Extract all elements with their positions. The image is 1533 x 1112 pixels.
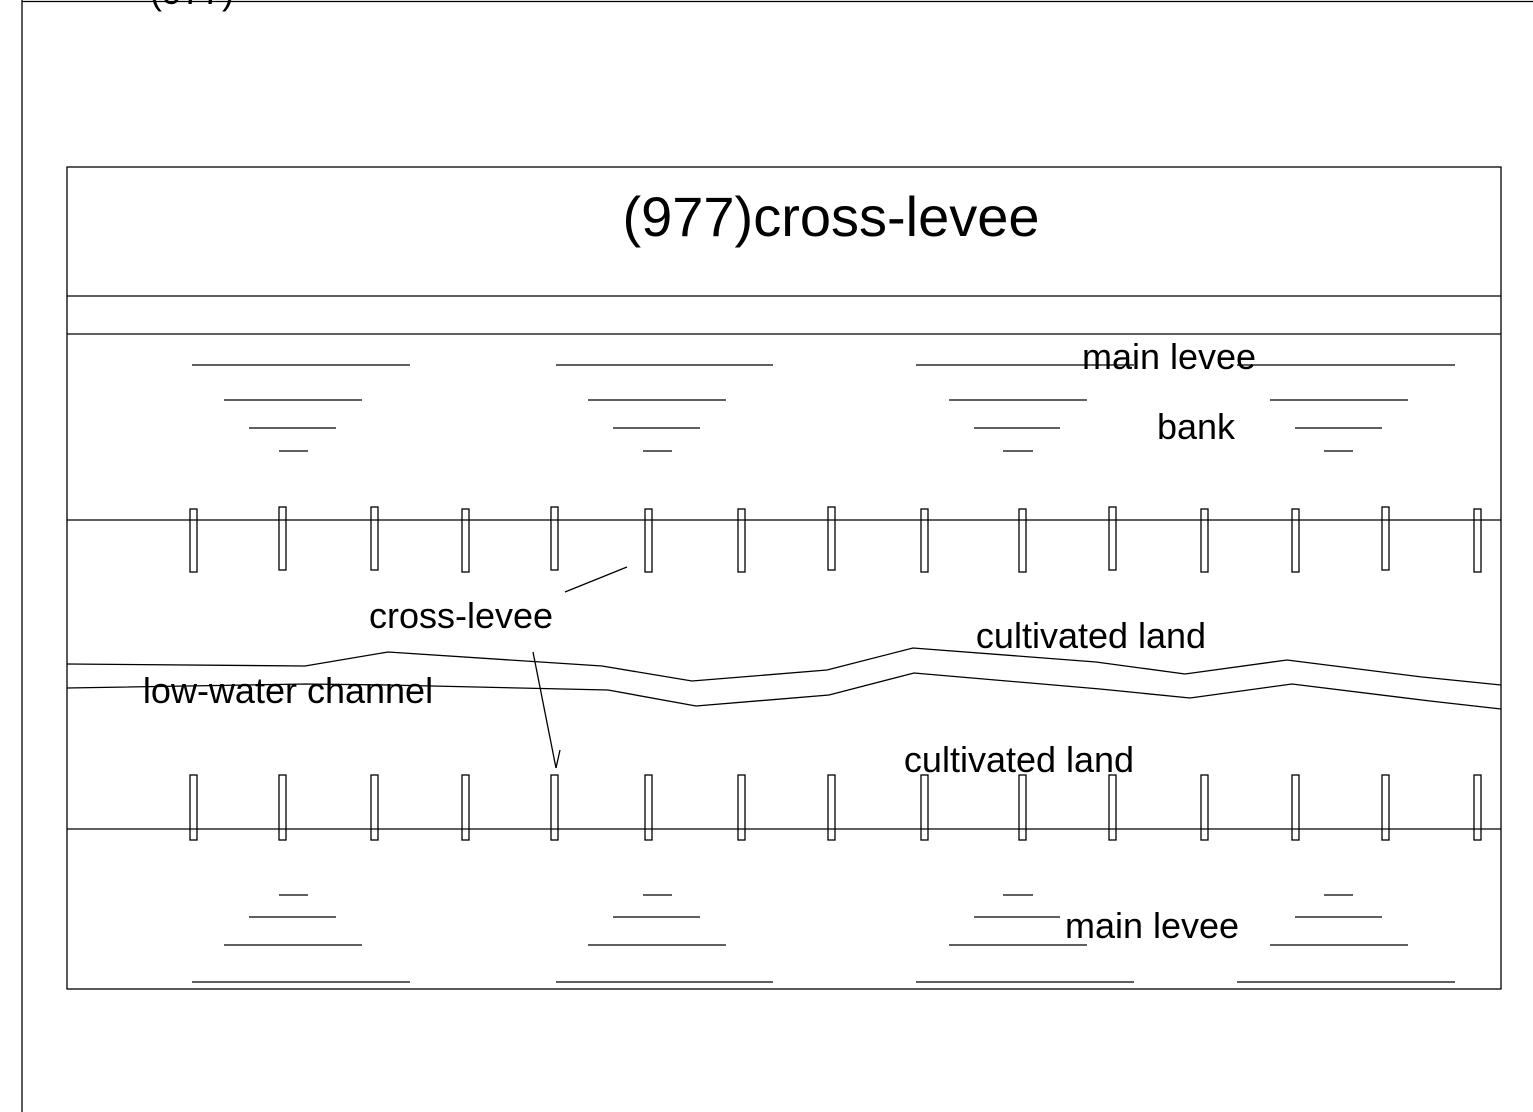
cross-levee-label: cross-levee xyxy=(369,595,553,636)
cross-levee-leader-lower xyxy=(532,651,557,769)
bottom-water-symbols xyxy=(192,894,1455,983)
bank-label: bank xyxy=(1157,406,1236,447)
figure-frame xyxy=(66,166,1502,990)
low-water-channel-label: low-water channel xyxy=(143,670,433,711)
cultivated-land-lower-label: cultivated land xyxy=(904,739,1134,780)
cropped-header-text: (977) xyxy=(150,0,234,12)
low-water-channel-upper-bank xyxy=(66,647,1502,686)
diagram-title: (977)cross-levee xyxy=(622,185,1039,248)
cultivated-land-upper-label: cultivated land xyxy=(976,615,1206,656)
top-water-symbols xyxy=(192,364,1455,452)
main-levee-top-label: main levee xyxy=(1082,336,1256,377)
upper-cross-levee-row xyxy=(189,506,1482,573)
lower-cross-levee-row xyxy=(189,774,1482,841)
main-levee-bottom-label: main levee xyxy=(1065,905,1239,946)
cross-levee-leader-upper xyxy=(564,566,628,593)
cross-levee-leader-tick xyxy=(555,749,561,769)
low-water-channel-lower-bank xyxy=(66,672,1502,710)
